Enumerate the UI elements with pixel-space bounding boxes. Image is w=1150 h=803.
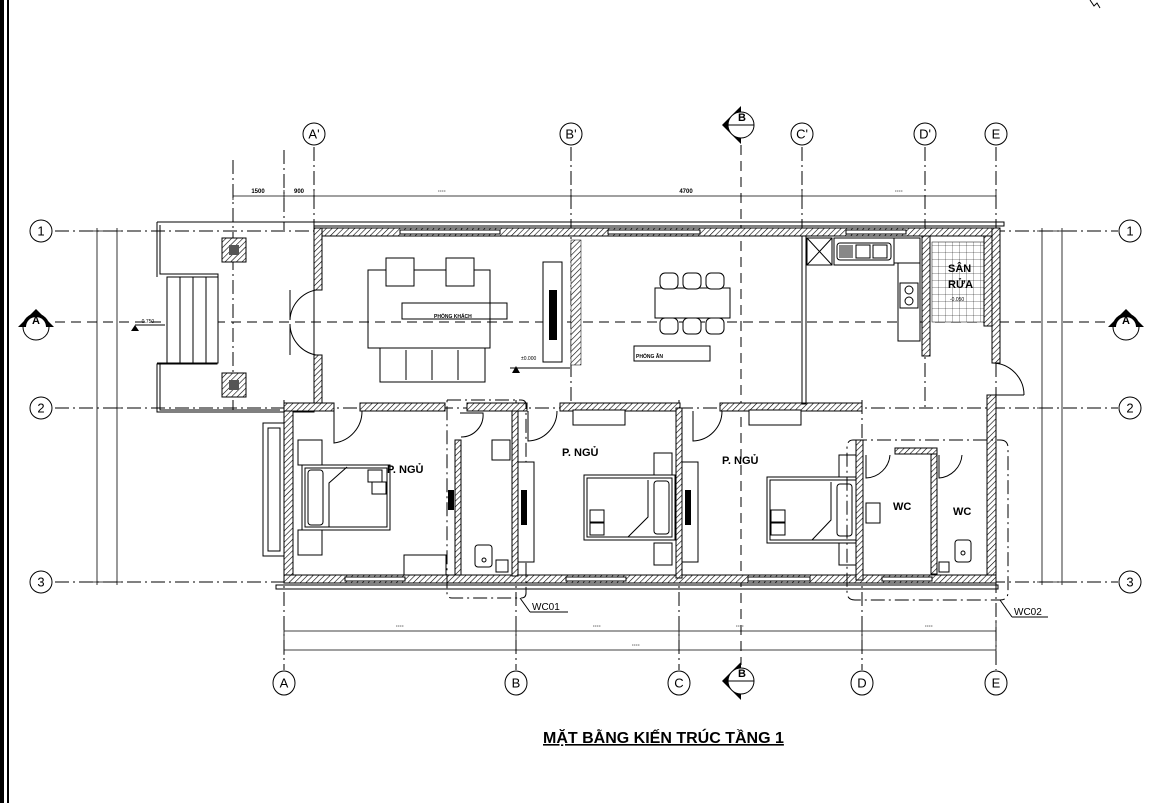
bedroom-3: P. NGỦ xyxy=(681,409,860,566)
axis-bubble-top-e: E xyxy=(984,122,1008,146)
bedroom1-window-left xyxy=(262,422,285,557)
main-entrance-door xyxy=(289,289,317,356)
svg-text:P. NGỦ: P. NGỦ xyxy=(387,463,424,476)
drawing-frame-border-inner xyxy=(7,0,9,803)
section-mark-a-left: A xyxy=(18,309,54,341)
svg-text:WC: WC xyxy=(953,506,971,518)
svg-text:····: ···· xyxy=(632,643,640,649)
svg-text:P. NGỦ: P. NGỦ xyxy=(722,454,759,467)
svg-text:2: 2 xyxy=(1126,401,1133,416)
bedroom-1: P. NGỦ xyxy=(297,410,447,576)
axis-bubble-right-3: 3 xyxy=(1118,570,1142,594)
axis-bubble-bottom-e: E xyxy=(984,670,1008,696)
bedroom-2: P. NGỦ xyxy=(517,409,676,566)
svg-text:-0.050: -0.050 xyxy=(950,297,964,303)
dining-room: PHÒNG ĂN xyxy=(633,272,731,362)
kitchen-counter xyxy=(806,237,921,342)
svg-text:-0.750: -0.750 xyxy=(140,319,154,325)
svg-text:A': A' xyxy=(308,127,319,142)
axis-bubble-top-b-prime: B' xyxy=(559,122,583,146)
axis-bubble-right-2: 2 xyxy=(1118,396,1142,420)
svg-text:E: E xyxy=(992,676,1001,691)
section-mark-b-bottom: B xyxy=(722,662,755,700)
svg-text:····: ···· xyxy=(895,189,903,195)
svg-text:900: 900 xyxy=(294,189,305,195)
axis-bubble-bottom-d: D xyxy=(850,670,874,696)
axis-bubble-top-c-prime: C' xyxy=(790,122,814,146)
axis-bubble-bottom-a: A xyxy=(272,670,296,696)
section-mark-a-right: A xyxy=(1108,309,1144,341)
svg-text:1500: 1500 xyxy=(251,189,265,195)
wash-yard: SÂN RỬA -0.050 xyxy=(921,235,993,357)
drawing-title: MẶT BẰNG KIẾN TRÚC TẦNG 1 xyxy=(543,728,784,747)
svg-text:3: 3 xyxy=(1126,575,1133,590)
service-door xyxy=(991,362,1025,396)
svg-text:D: D xyxy=(857,676,866,691)
svg-text:PHÒNG KHÁCH: PHÒNG KHÁCH xyxy=(434,312,472,320)
bedroom-partition-2-3 xyxy=(675,407,683,579)
entry-stairs xyxy=(166,276,219,364)
svg-text:E: E xyxy=(992,127,1001,142)
svg-text:RỬA: RỬA xyxy=(948,278,973,291)
dimension-right xyxy=(1037,228,1067,585)
svg-text:1: 1 xyxy=(37,224,44,239)
svg-text:B': B' xyxy=(565,127,576,142)
svg-text:A: A xyxy=(1122,315,1130,327)
svg-text:····: ···· xyxy=(925,624,933,630)
axis-bubble-top-d-prime: D' xyxy=(913,122,937,146)
svg-text:C: C xyxy=(674,676,683,691)
svg-text:····: ···· xyxy=(396,624,404,630)
bedroom-1-partition xyxy=(448,439,462,576)
svg-text:2: 2 xyxy=(37,401,44,416)
windows-top xyxy=(344,229,933,582)
svg-text:WC02: WC02 xyxy=(1014,607,1042,618)
svg-text:WC01: WC01 xyxy=(532,602,560,613)
wc01-bathroom: WC01 xyxy=(446,399,568,613)
svg-text:····: ···· xyxy=(593,624,601,630)
dimension-top: 1500 900 ···· 4700 ···· xyxy=(232,189,997,200)
kitchen-partition xyxy=(801,235,807,405)
svg-text:A: A xyxy=(32,315,40,327)
wc02-bathrooms: WC WC WC02 xyxy=(846,439,1048,618)
living-room: PHÒNG KHÁCH ±0.000 xyxy=(367,257,570,383)
section-mark-b-top: B xyxy=(722,106,755,144)
cursor-icon xyxy=(1089,0,1101,9)
axis-bubble-left-1: 1 xyxy=(29,219,53,243)
axis-bubble-top-a-prime: A' xyxy=(302,122,326,146)
svg-text:A: A xyxy=(280,676,289,691)
svg-text:····: ···· xyxy=(438,189,446,195)
svg-text:D': D' xyxy=(919,127,931,142)
dimension-left xyxy=(92,228,122,585)
svg-text:P. NGỦ: P. NGỦ xyxy=(562,446,599,459)
svg-text:4700: 4700 xyxy=(679,189,693,195)
svg-text:····: ···· xyxy=(736,624,744,630)
svg-text:SÂN: SÂN xyxy=(948,262,971,275)
axis-bubble-left-3: 3 xyxy=(29,570,53,594)
axis-bubble-right-1: 1 xyxy=(1118,219,1142,243)
svg-text:3: 3 xyxy=(37,575,44,590)
porch-column-bottom xyxy=(221,372,247,398)
svg-text:C': C' xyxy=(796,127,808,142)
axis-bubble-left-2: 2 xyxy=(29,396,53,420)
svg-text:B: B xyxy=(512,676,521,691)
svg-text:WC: WC xyxy=(893,501,911,513)
tv-cabinet xyxy=(542,239,582,366)
porch-column-top xyxy=(221,237,247,263)
axis-bubble-bottom-c: C xyxy=(667,670,691,696)
level-mark-entry: -0.750 xyxy=(131,319,165,331)
svg-text:1: 1 xyxy=(1126,224,1133,239)
svg-text:PHÒNG ĂN: PHÒNG ĂN xyxy=(636,352,663,360)
axis-bubble-bottom-b: B xyxy=(504,670,528,696)
drawing-frame-border xyxy=(0,0,4,803)
svg-text:±0.000: ±0.000 xyxy=(521,356,536,362)
svg-text:B: B xyxy=(738,112,746,124)
svg-text:B: B xyxy=(738,668,746,680)
dimension-bottom: ···· ···· ···· ···· ···· xyxy=(283,620,997,655)
